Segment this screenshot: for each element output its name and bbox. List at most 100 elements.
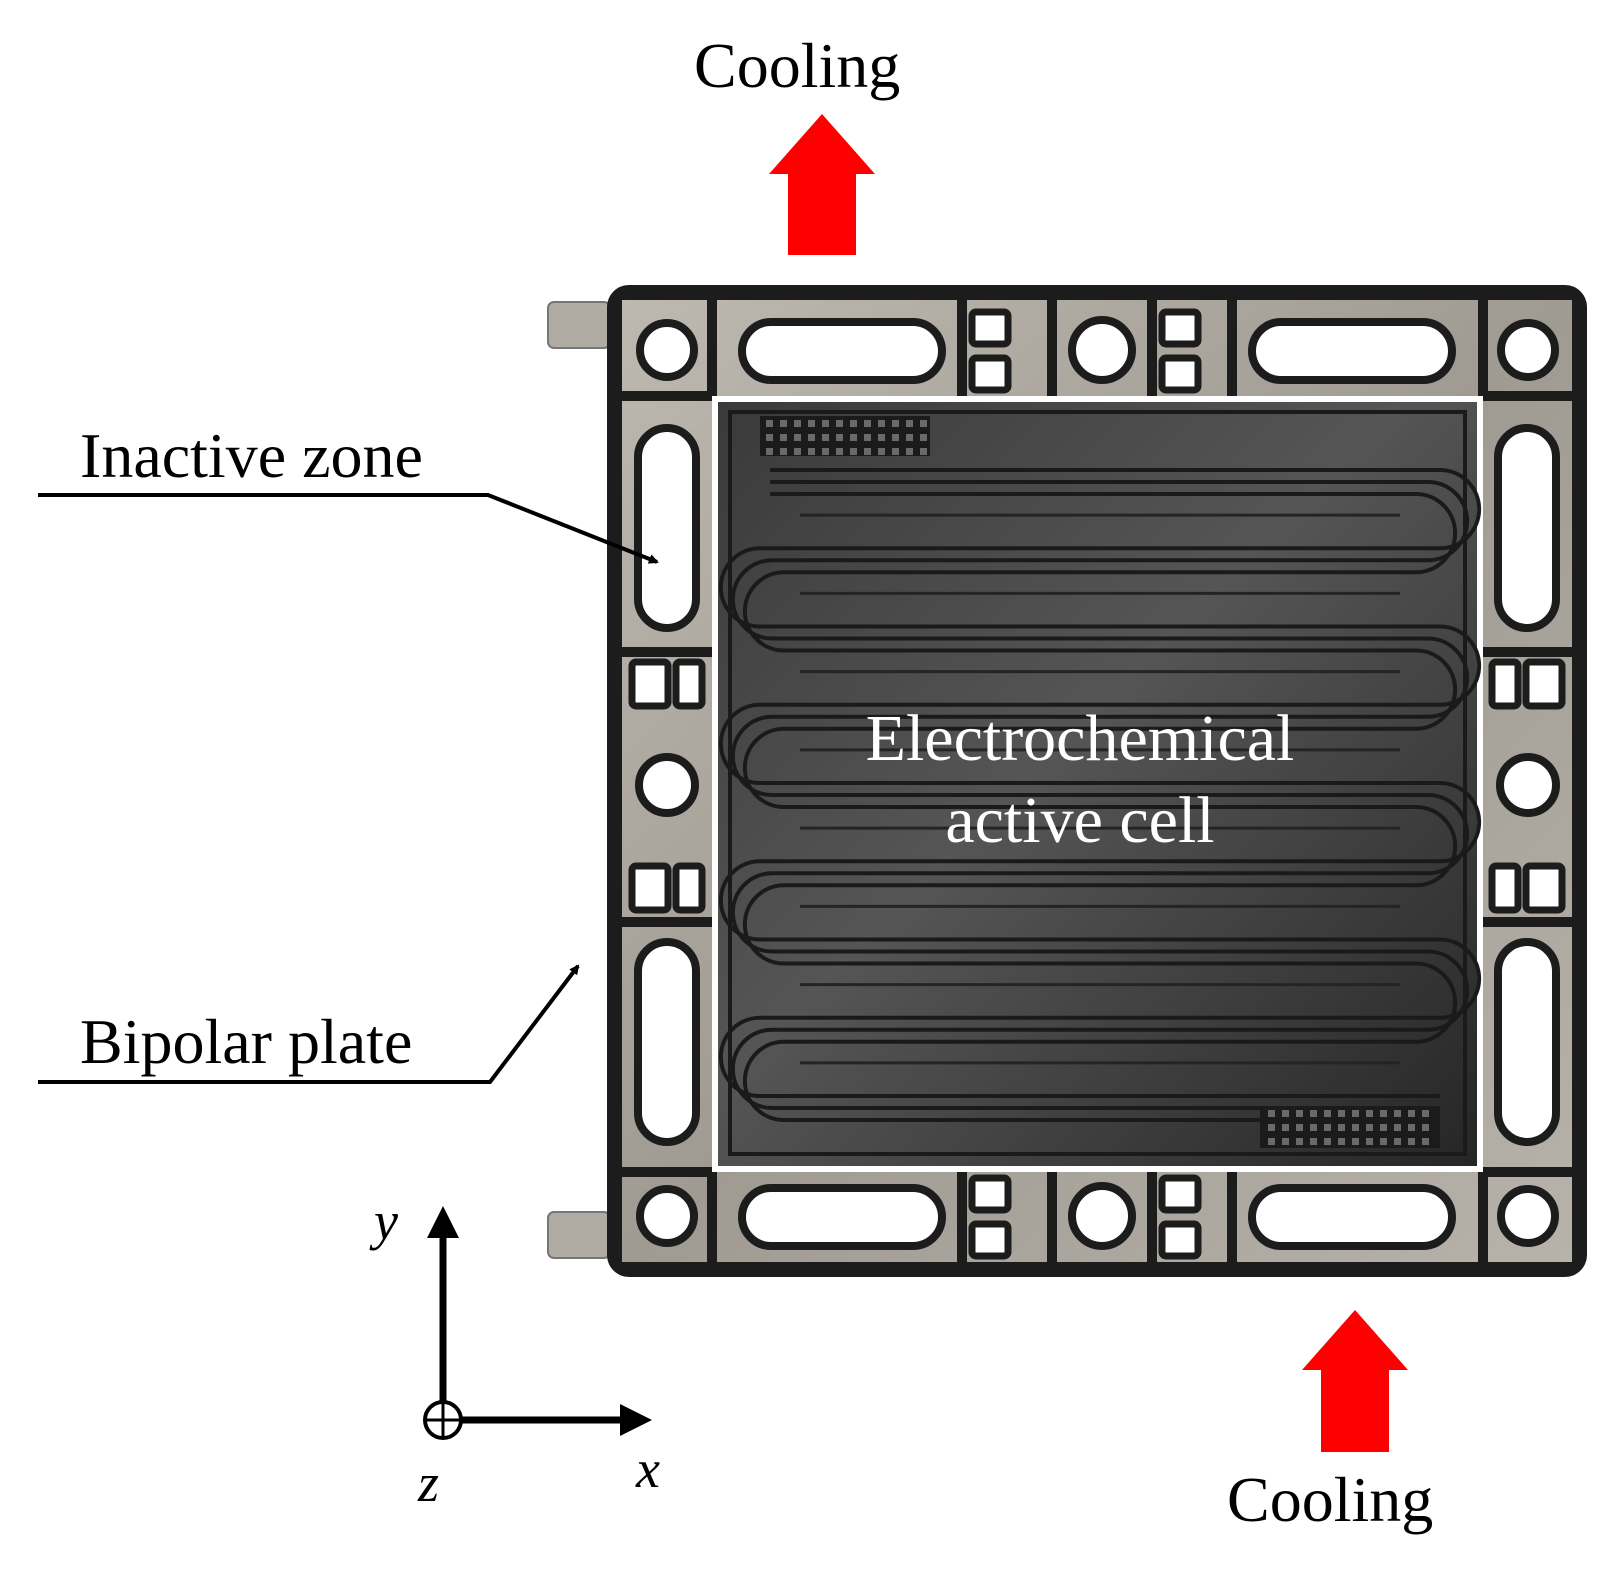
active-area-inner-edge: [728, 410, 1467, 1156]
pin-dot: [1408, 1138, 1415, 1145]
pin-dot: [836, 420, 843, 427]
port-slot-left-bottom: [634, 938, 700, 1146]
port-slot-left-top: [634, 424, 700, 632]
pin-dot: [1408, 1124, 1415, 1131]
cooling-arrow-bottom: [1302, 1310, 1408, 1452]
pin-dot: [1380, 1124, 1387, 1131]
pin-dot: [1296, 1138, 1303, 1145]
pin-dot: [878, 420, 885, 427]
x-axis-label: x: [636, 1439, 660, 1499]
port-corner-tl: [636, 319, 698, 381]
pin-dot: [1282, 1124, 1289, 1131]
port-slot-top-left: [738, 318, 946, 384]
pin-dot: [1296, 1124, 1303, 1131]
pin-dot: [1352, 1138, 1359, 1145]
pin-dot: [850, 434, 857, 441]
port-mid-right: [1496, 753, 1560, 817]
pin-dot: [766, 448, 773, 455]
pin-dot: [1366, 1138, 1373, 1145]
pin-dot: [794, 448, 801, 455]
pin-dot: [808, 434, 815, 441]
pin-dot: [1422, 1110, 1429, 1117]
pin-dot: [1338, 1110, 1345, 1117]
plate-tab-top: [547, 301, 611, 349]
pin-dot: [1324, 1110, 1331, 1117]
x-axis-arrowhead: [620, 1404, 652, 1436]
pin-dot: [1338, 1138, 1345, 1145]
cooling-top-label: Cooling: [694, 30, 901, 101]
flow-channel: [742, 492, 1458, 1122]
port-corner-tr: [1497, 319, 1559, 381]
bipolar-plate-leader: [38, 964, 580, 1084]
pin-dot: [780, 448, 787, 455]
port-slot-right-bottom: [1494, 938, 1560, 1146]
pin-dot: [1282, 1138, 1289, 1145]
y-axis-label: y: [374, 1191, 398, 1251]
pin-dot: [892, 448, 899, 455]
pin-dot: [1310, 1124, 1317, 1131]
port-slot-top-right: [1248, 318, 1456, 384]
pin-dot: [766, 434, 773, 441]
port-mid-left: [635, 753, 699, 817]
pin-dot: [892, 420, 899, 427]
pin-dot: [906, 420, 913, 427]
pin-dot: [1352, 1110, 1359, 1117]
pin-dot: [808, 448, 815, 455]
pin-dots: [766, 420, 1429, 1145]
pin-dot: [850, 420, 857, 427]
pin-dot: [1324, 1138, 1331, 1145]
pin-dot: [864, 420, 871, 427]
pin-dot: [878, 448, 885, 455]
pin-dot: [1324, 1124, 1331, 1131]
pin-dot: [1268, 1138, 1275, 1145]
port-slot-bottom-left: [738, 1184, 946, 1250]
coordinate-axes: [423, 1206, 652, 1440]
pin-dot: [1380, 1138, 1387, 1145]
pin-dot: [892, 434, 899, 441]
pin-dot: [766, 420, 773, 427]
pin-dot: [1422, 1124, 1429, 1131]
pin-dot: [836, 448, 843, 455]
pin-dot: [920, 434, 927, 441]
pin-dot: [1352, 1124, 1359, 1131]
pin-dot: [1268, 1110, 1275, 1117]
z-axis-label: z: [418, 1453, 440, 1513]
pin-dot: [1394, 1110, 1401, 1117]
pin-dot: [1380, 1110, 1387, 1117]
pin-dot: [794, 420, 801, 427]
pin-dot: [1394, 1124, 1401, 1131]
pin-dot: [1422, 1138, 1429, 1145]
port-slot-right-top: [1494, 424, 1560, 632]
pin-dot: [1366, 1110, 1373, 1117]
port-corner-br: [1497, 1185, 1559, 1247]
pin-dot: [864, 434, 871, 441]
cooling-arrow-top: [769, 114, 875, 255]
pin-dot: [780, 434, 787, 441]
port-mid-bottom: [1068, 1182, 1136, 1250]
cooling-bottom-label: Cooling: [1227, 1464, 1434, 1535]
bipolar-plate-label: Bipolar plate: [80, 1006, 413, 1077]
pin-dot: [1310, 1138, 1317, 1145]
pin-dot: [906, 434, 913, 441]
pin-dot: [906, 448, 913, 455]
flow-channel: [730, 480, 1470, 1110]
pin-dot: [864, 448, 871, 455]
pin-dot: [822, 434, 829, 441]
pin-dot: [1268, 1124, 1275, 1131]
port-corner-bl: [636, 1185, 698, 1247]
pin-dot: [1282, 1110, 1289, 1117]
pin-dot: [1408, 1110, 1415, 1117]
pin-dot: [808, 420, 815, 427]
pin-dot: [878, 434, 885, 441]
port-slot-bottom-right: [1248, 1184, 1456, 1250]
y-axis-arrowhead: [427, 1206, 459, 1238]
pin-dot: [920, 448, 927, 455]
pin-dot: [836, 434, 843, 441]
inactive-zone-label: Inactive zone: [80, 420, 423, 491]
plate-ribs: [622, 300, 1572, 1262]
pin-dot: [850, 448, 857, 455]
pin-dot: [822, 448, 829, 455]
serpentine-flow-field: [718, 468, 1482, 1122]
